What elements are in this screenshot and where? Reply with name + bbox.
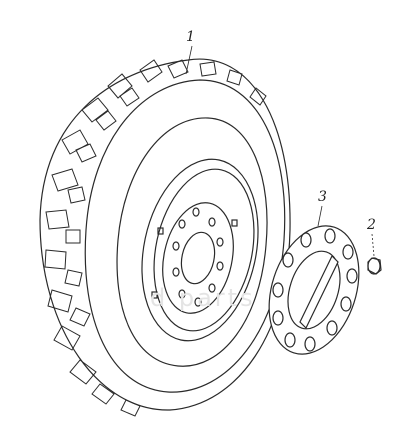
nut — [367, 257, 382, 275]
rim-bolt-holes — [172, 207, 224, 307]
callout-label-3: 3 — [318, 189, 327, 205]
watermark-text: d parts — [150, 284, 256, 312]
hub-cap-disc — [268, 225, 360, 355]
callout-label-1: 1 — [186, 29, 195, 45]
callout-label-2: 2 — [367, 217, 376, 233]
leader-line-1 — [185, 45, 193, 75]
leader-lines — [185, 45, 375, 257]
wheel-with-tire — [39, 58, 291, 417]
hub-cap-holes — [272, 228, 358, 352]
tread-pattern — [44, 59, 267, 417]
leader-line-2 — [371, 233, 375, 257]
leader-line-3 — [317, 205, 323, 227]
